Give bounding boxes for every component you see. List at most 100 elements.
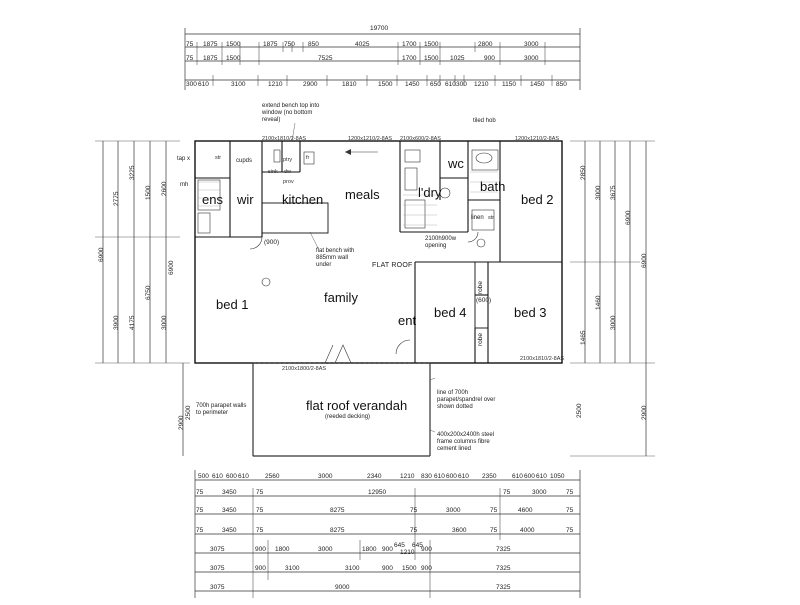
label-pantry: ptry: [283, 157, 293, 163]
dim-label: 3600: [452, 527, 467, 534]
dim-label: 500: [198, 473, 209, 480]
dim-label: 3100: [231, 81, 246, 88]
dim-label: 1025: [450, 55, 465, 62]
dim-label: 75: [566, 489, 574, 496]
dim-label: 3000: [524, 41, 539, 48]
dim-left-mid: 2775: [113, 191, 120, 206]
dim-left-inner: 6750: [145, 285, 152, 300]
room-verandah-sub: (reeded decking): [325, 414, 371, 420]
room-kitchen: kitchen: [282, 192, 324, 207]
dim-left-outer: 6900: [98, 247, 105, 262]
dim-label: 1500: [402, 565, 417, 572]
dim-left-inner2: 2600: [161, 181, 168, 196]
room-verandah: flat roof verandah: [306, 398, 408, 413]
dim-label: 610: [536, 473, 547, 480]
dim-label: 2800: [478, 41, 493, 48]
dim-label: 75: [196, 489, 204, 496]
dim-label: 75: [186, 55, 194, 62]
dim-label: 900: [421, 565, 432, 572]
room-linen: linen: [471, 215, 484, 221]
dim-label: 75: [196, 527, 204, 534]
dim-label: 610: [212, 473, 223, 480]
dim-label: 75: [566, 527, 574, 534]
dim-label: 75: [490, 507, 498, 514]
dim-right-inner: 3000: [595, 185, 602, 200]
dim-label: 1050: [550, 473, 565, 480]
dim-overall: 19700: [370, 25, 389, 32]
dim-label: 75: [410, 527, 418, 534]
dim-left-verandah: 2500: [185, 405, 192, 420]
dim-label: 1875: [203, 41, 218, 48]
dim-label: 1800: [362, 546, 377, 553]
note-opening: 2100h900w opening: [425, 236, 457, 249]
dim-right-mid: 3675: [610, 185, 617, 200]
dim-label: 3075: [210, 584, 225, 591]
dim-label: 75: [256, 527, 264, 534]
dim-right-mid: 3000: [610, 315, 617, 330]
dim-label: 75: [503, 489, 511, 496]
dim-label: 4000: [520, 527, 535, 534]
dim-label: 1500: [378, 81, 393, 88]
dim-label: 1210: [268, 81, 283, 88]
dim-right-inner: 1460: [595, 295, 602, 310]
room-bed-4: bed 4: [434, 305, 467, 320]
dim-label: 75: [490, 527, 498, 534]
dim-label: 75: [566, 507, 574, 514]
dim-label: 3000: [532, 489, 547, 496]
dim-label: 600: [446, 473, 457, 480]
dim-label: 900: [382, 565, 393, 572]
dim-label: 7525: [318, 55, 333, 62]
dim-label: 1875: [203, 55, 218, 62]
note-parapet-walls: 700h parapet walls to perimeter: [196, 403, 247, 416]
dim-label: 1150: [502, 81, 516, 88]
dim-label: 1875: [263, 41, 278, 48]
dim-left-inner2: 3000: [161, 315, 168, 330]
label-store-1: str: [215, 155, 222, 161]
dim-right-inner: 2850: [580, 165, 587, 180]
dim-label: 600: [524, 473, 535, 480]
room-bed-3: bed 3: [514, 305, 547, 320]
note-mh: mh: [180, 182, 189, 188]
window-label: 2100x1810/2-8AS: [262, 136, 307, 142]
dim-label: 4600: [518, 507, 533, 514]
note-flat-roof: FLAT ROOF: [372, 262, 413, 269]
note-600: (600): [476, 297, 492, 304]
dim-label: 3450: [222, 527, 237, 534]
dim-label: 3000: [318, 473, 333, 480]
dim-label: 75: [410, 507, 418, 514]
window-label: 1200x1210/2-8AS: [348, 136, 393, 142]
dim-right-inner: 1465: [580, 330, 587, 345]
dim-label: 8275: [330, 507, 345, 514]
dim-label: 7325: [496, 546, 511, 553]
dim-left-inner: 1500: [145, 185, 152, 200]
dim-label: 2340: [367, 473, 382, 480]
dim-label: 1810: [342, 81, 357, 88]
dim-left-verandah: 2900: [178, 415, 185, 430]
label-store-2: str: [488, 215, 495, 221]
dim-label: 650: [430, 81, 441, 88]
dim-label: 1210: [474, 81, 489, 88]
window-label: 1200x1210/2-8AS: [515, 136, 560, 142]
dim-label: 1500: [226, 41, 241, 48]
room-bath: bath: [480, 179, 506, 194]
dim-label: 3000: [318, 546, 333, 553]
dim-label: 610: [512, 473, 523, 480]
room-wir: wir: [237, 192, 254, 207]
note-tap: tap x: [177, 156, 191, 162]
dim-label: 2900: [303, 81, 318, 88]
dim-label: 2560: [265, 473, 280, 480]
dim-label: 1700: [402, 55, 417, 62]
dim-label: 610: [238, 473, 249, 480]
dim-label: 3100: [345, 565, 360, 572]
dim-label: 610: [198, 81, 209, 88]
dim-label: 1500: [424, 55, 439, 62]
window-label: 2100x1800/2-8AS: [282, 366, 327, 372]
note-parapet-line: line of 700h parapet/spandrel over shown…: [437, 390, 496, 410]
dim-label: 3450: [222, 507, 237, 514]
dim-right-outer: 2900: [641, 405, 648, 420]
room-wc: wc: [448, 156, 464, 171]
label-dishwasher: dw: [284, 169, 292, 175]
dim-left-mid: 3900: [113, 315, 120, 330]
room-family: family: [324, 290, 358, 305]
